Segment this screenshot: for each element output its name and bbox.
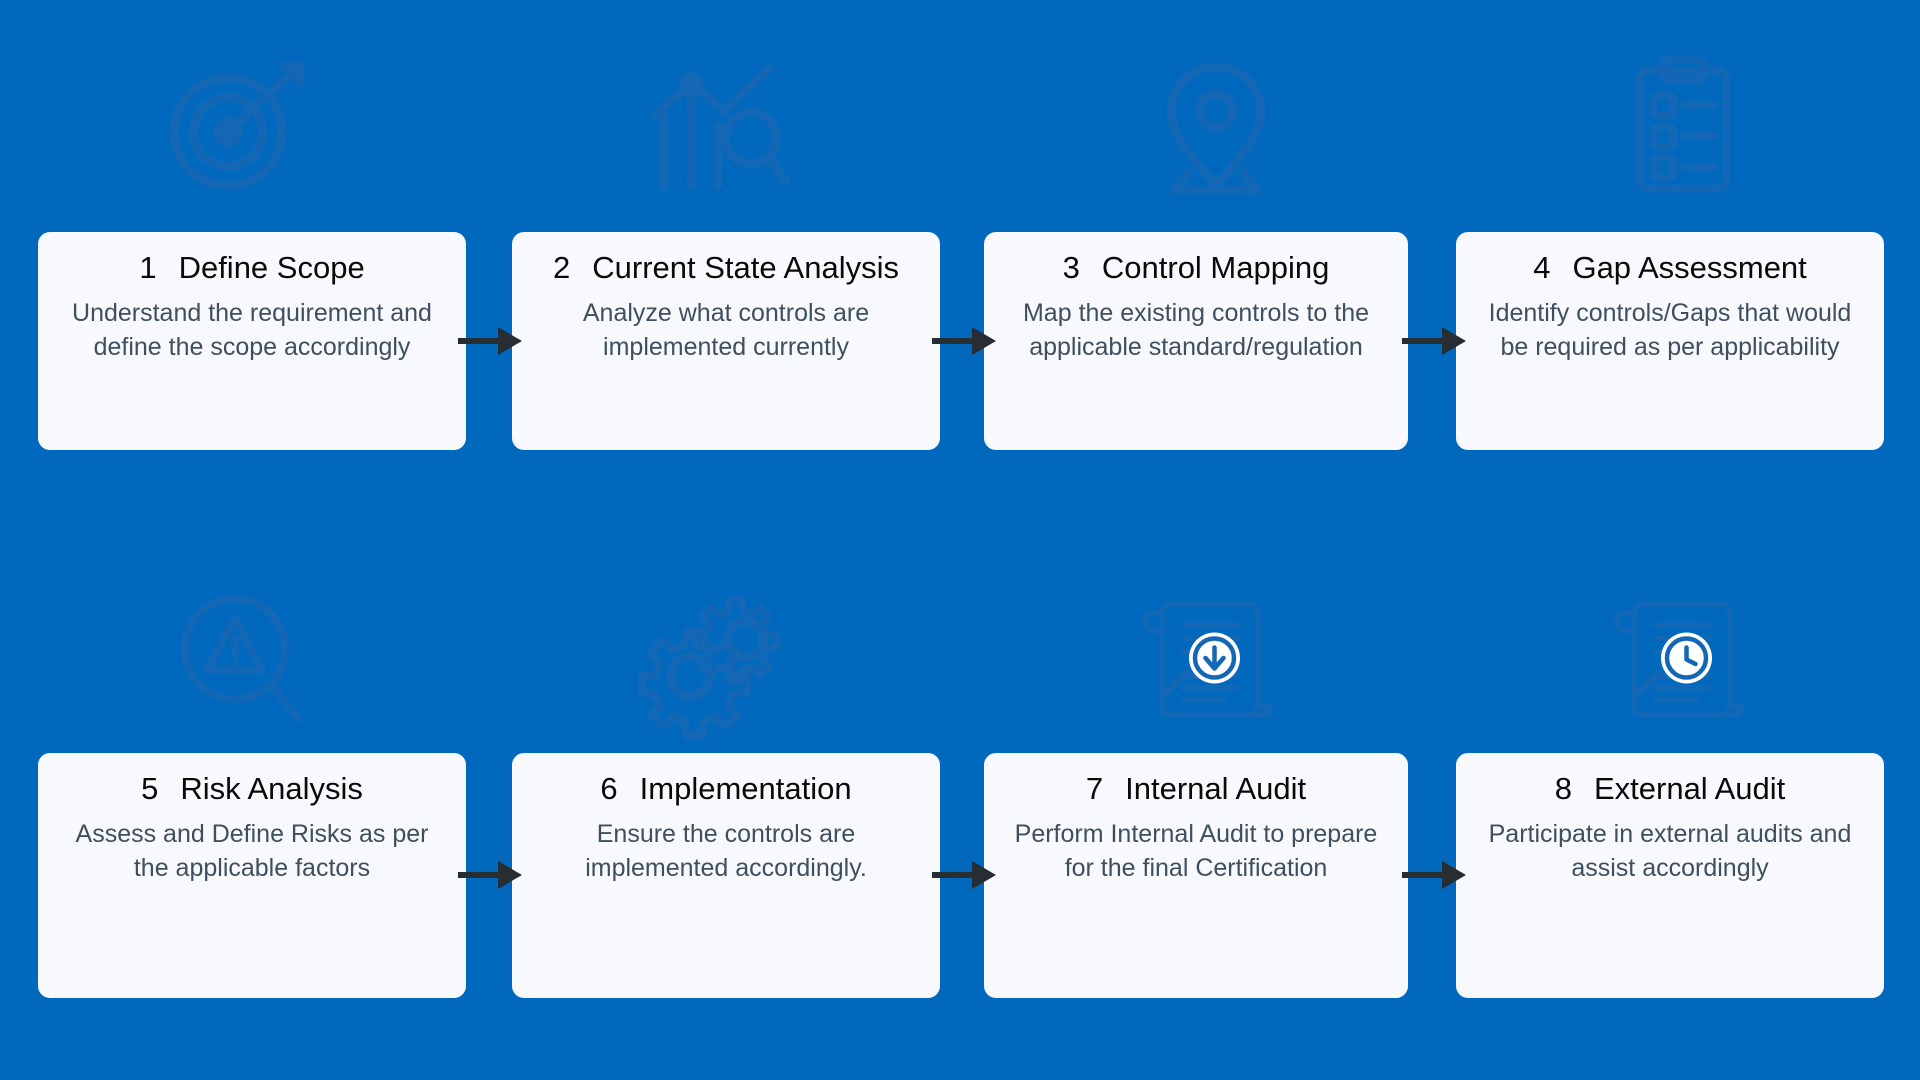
step-title: Current State Analysis	[592, 250, 899, 285]
process-row-top: 1 Define Scope Understand the requiremen…	[38, 55, 1884, 450]
step-title: External Audit	[1593, 771, 1786, 806]
step-number: 1	[139, 250, 157, 285]
step-description: Understand the requirement and define th…	[72, 298, 432, 362]
step-card-4-header: 4 Gap Assessment	[1476, 250, 1864, 286]
step-card-2-header: 2 Current State Analysis	[532, 250, 920, 286]
step-card-1-header: 1 Define Scope	[58, 250, 446, 286]
step-title: Internal Audit	[1125, 771, 1307, 806]
step-card-4[interactable]: 4 Gap Assessment Identify controls/Gaps …	[1456, 232, 1884, 450]
target-icon	[162, 60, 312, 192]
step-title: Risk Analysis	[180, 771, 363, 806]
step-card-5[interactable]: 5 Risk Analysis Assess and Define Risks …	[38, 753, 466, 998]
scroll-clock-icon	[1613, 588, 1763, 728]
step-card-8-header: 8 External Audit	[1476, 771, 1864, 807]
process-row-bottom: 5 Risk Analysis Assess and Define Risks …	[0, 540, 1920, 1080]
step-title: Gap Assessment	[1572, 250, 1807, 285]
step-card-3-header: 3 Control Mapping	[1004, 250, 1388, 286]
step-number: 3	[1062, 250, 1080, 285]
clipboard-checklist-icon	[1627, 55, 1739, 195]
step-number: 7	[1085, 771, 1104, 806]
step-card-3[interactable]: 3 Control Mapping Map the existing contr…	[984, 232, 1408, 450]
step-number: 2	[553, 250, 571, 285]
scroll-download-icon	[1141, 588, 1291, 728]
step-number: 4	[1533, 250, 1551, 285]
step-number: 8	[1554, 771, 1572, 806]
step-description: Assess and Define Risks as per the appli…	[75, 819, 429, 883]
step-card-8[interactable]: 8 External Audit Participate in external…	[1456, 753, 1884, 998]
step-title: Implementation	[639, 771, 852, 806]
warning-magnifier-icon	[168, 588, 308, 728]
step-description: Analyze what controls are implemented cu…	[582, 298, 870, 362]
step-description: Perform Internal Audit to prepare for th…	[1014, 819, 1378, 883]
step-card-5-header: 5 Risk Analysis	[58, 771, 446, 807]
step-card-6[interactable]: 6 Implementation Ensure the controls are…	[512, 753, 940, 998]
step-description: Participate in external audits and assis…	[1488, 819, 1852, 883]
step-card-2[interactable]: 2 Current State Analysis Analyze what co…	[512, 232, 940, 450]
step-number: 5	[141, 771, 159, 806]
step-card-6-header: 6 Implementation	[532, 771, 920, 807]
location-pin-icon	[1157, 58, 1275, 195]
step-description: Ensure the controls are implemented acco…	[585, 819, 867, 883]
bar-chart-magnifier-icon	[646, 60, 796, 192]
gears-icon	[637, 590, 798, 740]
step-number: 6	[600, 771, 618, 806]
step-card-7-header: 7 Internal Audit	[1004, 771, 1388, 807]
step-title: Control Mapping	[1101, 250, 1330, 285]
step-card-1[interactable]: 1 Define Scope Understand the requiremen…	[38, 232, 466, 450]
step-title: Define Scope	[178, 250, 365, 285]
step-card-7[interactable]: 7 Internal Audit Perform Internal Audit …	[984, 753, 1408, 998]
step-description: Map the existing controls to the applica…	[1022, 298, 1370, 362]
step-description: Identify controls/Gaps that would be req…	[1488, 298, 1852, 362]
